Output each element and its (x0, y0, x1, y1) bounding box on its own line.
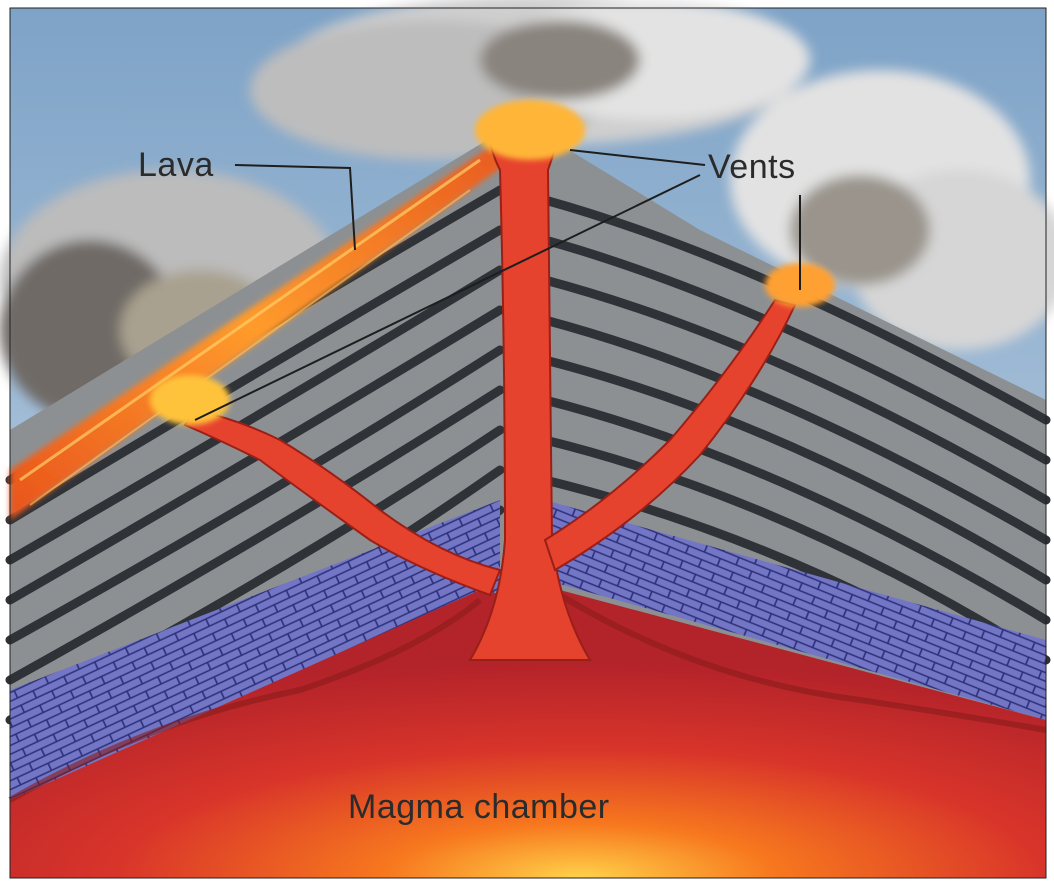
lava-label: Lava (138, 146, 214, 184)
left-vent-glow (150, 375, 230, 425)
magma-chamber-label: Magma chamber (348, 788, 610, 826)
summit-vent-glow (475, 100, 585, 160)
vents-label: Vents (708, 148, 796, 186)
